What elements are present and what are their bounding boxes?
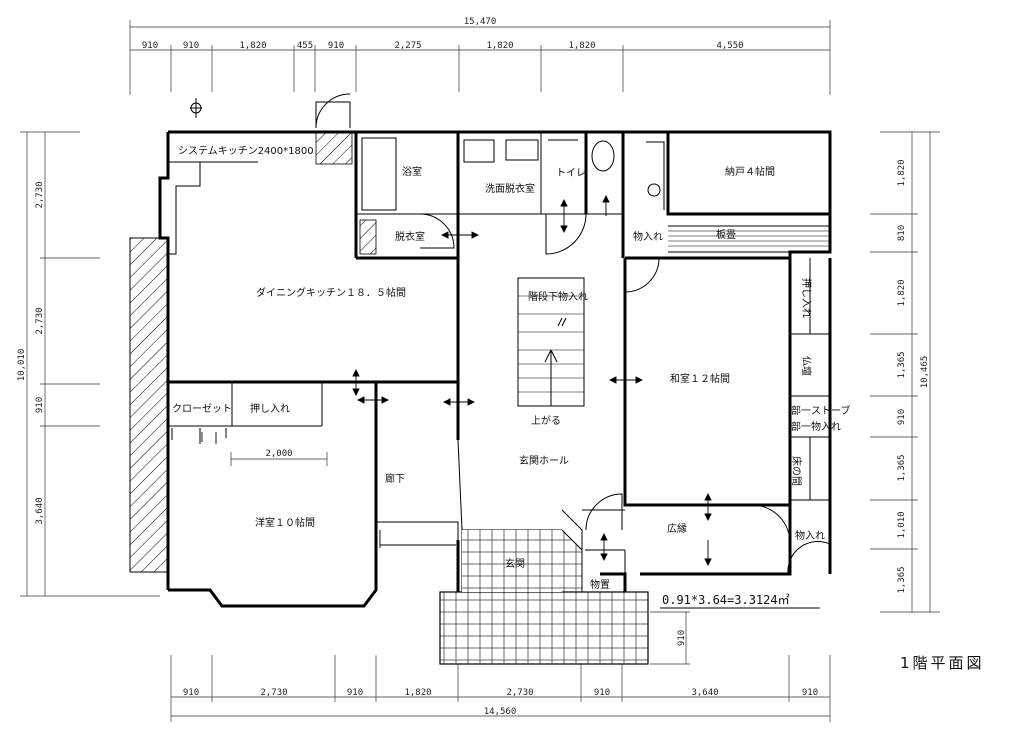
label-western-room: 洋室１０帖間 [255,516,315,529]
dim-top-seg-4: 455 [297,41,313,51]
dim-right-seg-2: 810 [897,225,907,241]
label-dining-kitchen: ダイニングキッチン１８．５帖間 [256,286,406,299]
left-dimensions: 10,010 2,730 2,730 910 3,640 [17,131,160,597]
dim-left-seg-3: 910 [35,397,45,413]
dim-bottom-seg-3: 910 [347,688,363,698]
top-dimensions: 15,470 910 910 1,820 455 910 2,275 1,820… [129,17,831,95]
dim-bottom-seg-6: 910 [594,688,610,698]
deck-hatching [129,237,169,573]
label-tatami-strip: 板畳 [716,228,736,241]
label-entrance-hall: 玄関ホール [519,454,569,467]
label-storeroom: 物置 [590,578,610,591]
dim-bottom-total: 14,560 [484,707,517,717]
inner-dimension: 2,000 [230,449,328,466]
label-up: 上がる [531,414,561,427]
label-toilet: トイレ [556,168,586,179]
dressing-hatch [359,219,377,255]
label-system-kitchen: システムキッチン2400*1800 [178,145,314,157]
label-oshiire-right: 押し入れ [800,278,813,318]
circulation-arrows [201,194,712,567]
label-closet-room: 納戸４帖間 [725,165,775,178]
dim-top-seg-2: 910 [183,41,199,51]
door-swings [171,93,831,575]
dim-top-seg-3: 1,820 [239,41,266,51]
porch-dimension: 910 [650,611,690,665]
label-storage-section: 部一物入れ [791,420,841,433]
dim-bottom-seg-7: 3,640 [691,688,718,698]
dim-top-total: 15,470 [464,17,497,27]
label-engawa: 広縁 [667,522,687,535]
label-washroom: 洗面脱衣室 [485,182,535,195]
dim-top-seg-1: 910 [142,41,158,51]
label-japanese-room: 和室１２帖間 [670,372,730,385]
dim-top-seg-8: 1,820 [568,41,595,51]
area-formula: 0.91*3.64=3.3124㎡ [662,593,790,607]
dim-bottom-seg-1: 910 [183,688,199,698]
dim-left-seg-1: 2,730 [35,181,45,208]
dim-right-seg-7: 1,010 [897,511,907,538]
dim-top-seg-7: 1,820 [486,41,513,51]
dim-top-seg-6: 2,275 [394,41,421,51]
label-genkan: 玄関 [505,557,525,570]
porch-tiles [439,591,649,665]
dim-bottom-seg-5: 2,730 [506,688,533,698]
label-corridor: 廊下 [385,472,405,485]
label-bath: 浴室 [402,165,422,178]
label-butsudan: 仏壇 [800,356,813,376]
dim-right-total: 10,465 [920,356,930,389]
right-dimensions: 10,465 1,820 810 1,820 1,365 910 1,365 1… [870,131,940,613]
plan-title: 1階平面図 [900,654,985,672]
dim-bottom-seg-2: 2,730 [260,688,287,698]
dim-inner-2000: 2,000 [265,449,292,459]
dim-right-seg-8: 1,365 [897,566,907,593]
entry-hatch [315,131,353,165]
dim-bottom-seg-4: 1,820 [404,688,431,698]
dim-bottom-seg-8: 910 [802,688,818,698]
room-labels: システムキッチン2400*1800 浴室 洗面脱衣室 トイレ 納戸４帖間 脱衣室… [172,145,850,591]
label-tokonoma: 床の間 [790,456,803,486]
dim-right-seg-5: 910 [897,409,907,425]
dim-right-seg-1: 1,820 [897,159,907,186]
label-storage-top: 物入れ [633,230,663,243]
dim-top-seg-9: 4,550 [716,41,743,51]
dim-porch-910: 910 [677,630,687,646]
dim-right-seg-4: 1,365 [897,351,907,378]
dim-right-seg-6: 1,365 [897,454,907,481]
label-closet: クローゼット [172,403,232,415]
bottom-dimensions: 910 2,730 910 1,820 2,730 910 3,640 910 … [170,655,831,722]
dim-right-seg-3: 1,820 [897,279,907,306]
dim-left-total: 10,010 [17,349,27,382]
dim-left-seg-4: 3,640 [35,497,45,524]
label-storage-right: 物入れ [795,529,825,542]
label-oshiire-left: 押し入れ [250,402,290,415]
compass-icon [190,98,202,118]
label-stove-section: 部一ストーブ [791,404,850,417]
dim-top-seg-5: 910 [328,41,344,51]
label-under-stair-storage: 階段下物入れ [528,290,588,303]
label-dressing: 脱衣室 [395,230,425,243]
interior-walls [167,132,832,593]
dim-left-seg-2: 2,730 [35,307,45,334]
